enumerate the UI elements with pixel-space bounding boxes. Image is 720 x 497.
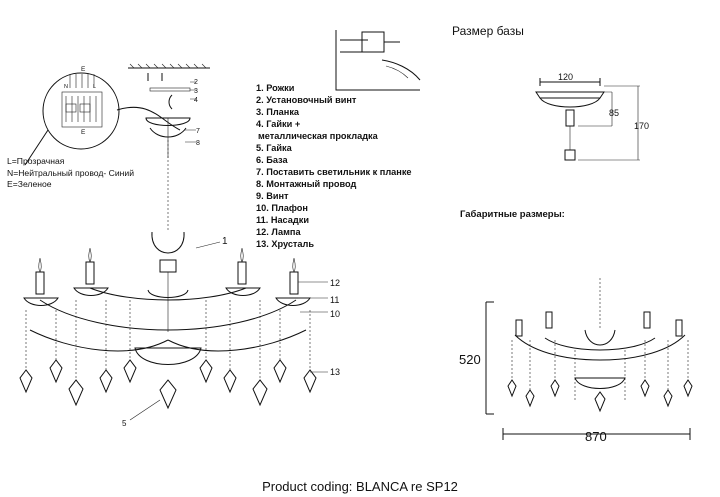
callout-10: 10 <box>330 309 341 319</box>
parts-list-item: 7. Поставить светильник к планке <box>256 167 412 177</box>
wiring-detail-diagram <box>24 72 181 166</box>
parts-list-item: 8. Монтажный провод <box>256 179 357 189</box>
parts-list-item: 12. Лампа <box>256 227 301 237</box>
terminal-label-e-bottom: E <box>81 129 86 136</box>
ceiling-mount-exploded <box>128 63 210 158</box>
callout-12: 12 <box>330 278 341 288</box>
parts-list-item: 10. Плафон <box>256 203 308 213</box>
wire-legend: L=Прозрачная N=Нейтральный провод- Синий… <box>7 156 134 191</box>
product-coding-footer: Product coding: BLANCA re SP12 <box>262 479 458 494</box>
callout-2: 2 <box>194 79 198 86</box>
terminal-label-l: L <box>93 84 97 90</box>
parts-list-item: 6. База <box>256 155 288 165</box>
callout-7: 7 <box>196 128 200 135</box>
callout-5: 5 <box>122 419 127 428</box>
terminal-label-n: N <box>64 84 68 90</box>
base-size-title: Размер базы <box>452 24 524 38</box>
overall-size-title: Габаритные размеры: <box>460 209 565 220</box>
base-inner-height-dim: 85 <box>609 108 620 118</box>
callout-3: 3 <box>194 88 198 95</box>
parts-list-item: 9. Винт <box>256 191 289 201</box>
base-width-dim: 120 <box>558 72 574 82</box>
callout-4: 4 <box>194 97 198 104</box>
parts-list-item: 11. Насадки <box>256 215 309 225</box>
parts-list-item: 13. Хрусталь <box>256 239 315 249</box>
parts-list-item: 2. Установочный винт <box>256 95 357 105</box>
overall-width-dim: 870 <box>585 429 607 444</box>
mounting-instruction-sketch <box>335 30 421 91</box>
chandelier-main-drawing <box>19 140 328 421</box>
base-total-height-dim: 170 <box>634 121 650 131</box>
parts-list-item: металлическая прокладка <box>258 131 378 141</box>
parts-list-item: 3. Планка <box>256 107 300 117</box>
parts-list: 1. Рожки 2. Установочный винт 3. Планка … <box>256 82 412 250</box>
terminal-label-e: E <box>81 66 86 73</box>
parts-list-item: 4. Гайки + <box>256 119 301 129</box>
wire-legend-line: E=Зеленое <box>7 179 52 189</box>
wire-legend-line: L=Прозрачная <box>7 156 65 166</box>
base-dimension-drawing <box>535 78 640 161</box>
parts-list-item: 1. Рожки <box>256 83 295 93</box>
callout-11: 11 <box>330 295 340 305</box>
parts-list-item: 5. Гайка <box>256 143 292 153</box>
callout-1: 1 <box>222 236 228 247</box>
callout-13: 13 <box>330 367 341 377</box>
callout-8: 8 <box>196 140 200 147</box>
overall-dimension-drawing <box>485 278 693 440</box>
overall-height-dim: 520 <box>459 352 481 367</box>
wire-legend-line: N=Нейтральный провод- Синий <box>7 167 134 178</box>
